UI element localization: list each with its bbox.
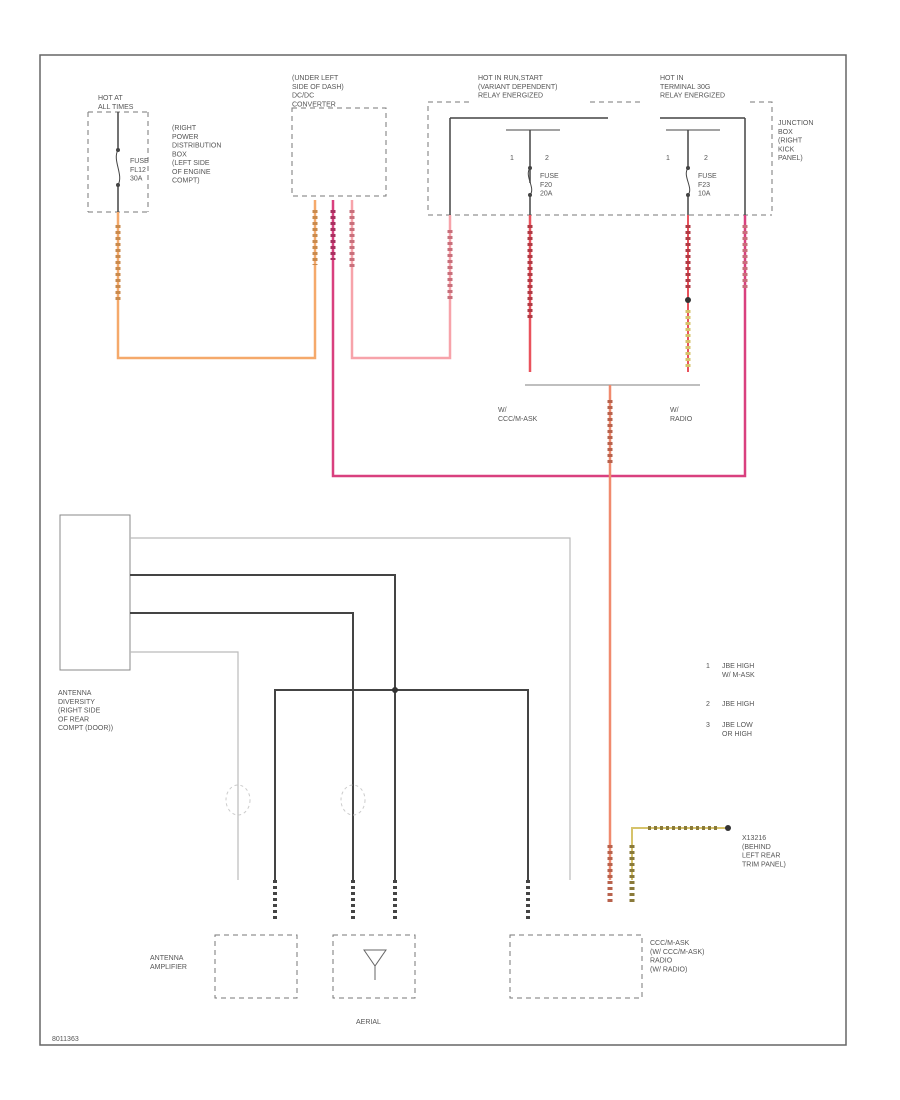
- diagram-frame: [39, 54, 847, 1046]
- gray-wire-bottom: [130, 651, 239, 880]
- footer-code: 8011363: [52, 1036, 79, 1043]
- pin-2-f23: 2: [704, 155, 708, 162]
- ccc-radio-label: CCC/M-ASK(W/ CCC/M-ASK)RADIO(W/ RADIO): [650, 940, 704, 973]
- aerial-icon: [363, 949, 387, 980]
- pin-1-f23: 1: [666, 155, 670, 162]
- legend-item-2: JBE HIGH: [722, 701, 754, 708]
- shield-connector-1: [225, 784, 251, 816]
- magenta-wire: [331, 200, 747, 478]
- pink-wire: [350, 200, 452, 360]
- pin-2-f20: 2: [545, 155, 549, 162]
- fuse-f20-icon: [527, 167, 533, 196]
- antenna-amplifier-box: [214, 934, 298, 999]
- orange-wire: [116, 200, 317, 360]
- pin-1-f20: 1: [510, 155, 514, 162]
- aerial-box: [332, 934, 416, 999]
- legend-num-1: 1: [706, 663, 710, 670]
- fuse-f23-icon: [685, 167, 691, 196]
- ground-point: [725, 825, 731, 831]
- aerial-label: AERIAL: [356, 1019, 381, 1026]
- splice-point: [392, 687, 398, 693]
- legend-num-3: 3: [706, 722, 710, 729]
- radio-option-label: W/RADIO: [670, 407, 693, 423]
- ccc-mask-option-label: W/CCC/M-ASK: [498, 407, 538, 423]
- antenna-diversity-module: [59, 514, 131, 671]
- black-wire-3: [274, 689, 529, 880]
- legend-num-2: 2: [706, 701, 710, 708]
- gray-wire-top: [130, 537, 571, 880]
- black-wire-2: [130, 612, 354, 880]
- junction-box-outline: [427, 101, 773, 215]
- ground-wire: [631, 827, 728, 880]
- hot-in-run-start-label: HOT IN RUN,START(VARIANT DEPENDENT)RELAY…: [478, 75, 557, 100]
- dc-dc-converter-box: [291, 107, 387, 197]
- shield-connector-2: [340, 784, 366, 816]
- ccc-radio-box: [509, 934, 643, 999]
- black-wire-1: [130, 574, 396, 880]
